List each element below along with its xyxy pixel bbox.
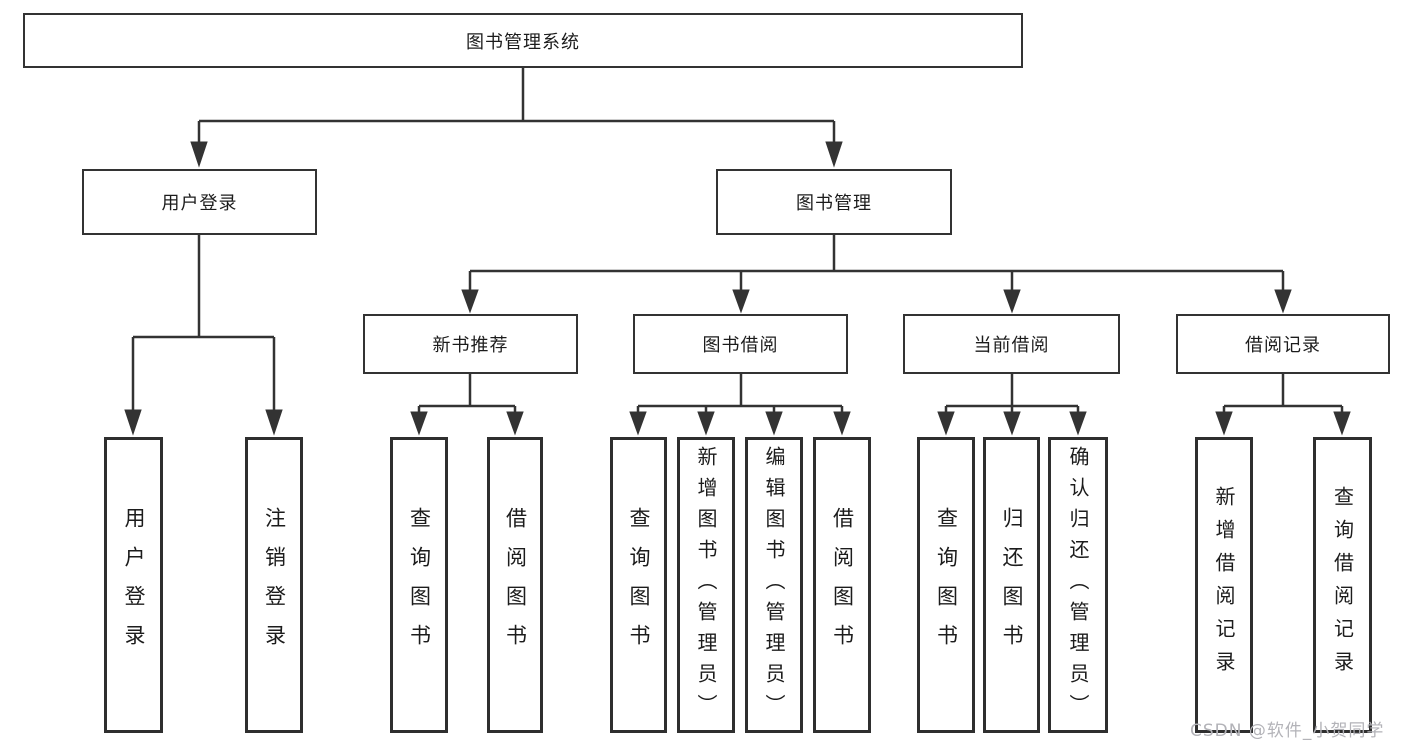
- node-user-login-label: 用户登录: [161, 193, 238, 214]
- node-leaf-cb-confirm-label: 确认归还（管理员）: [1066, 445, 1090, 725]
- watermark-text: CSDN @软件_小贺同学: [1190, 721, 1385, 741]
- node-leaf-bb-borrow-label: 借阅图书: [830, 507, 855, 663]
- node-leaf-br-query: 查询借阅记录: [1313, 437, 1372, 733]
- node-leaf-nb-query-label: 查询图书: [407, 507, 432, 663]
- node-current-borrow: 当前借阅: [903, 314, 1120, 374]
- node-borrow-records: 借阅记录: [1176, 314, 1390, 374]
- node-leaf-bb-add: 新增图书（管理员）: [677, 437, 735, 733]
- node-leaf-br-add: 新增借阅记录: [1195, 437, 1253, 733]
- node-leaf-cb-query: 查询图书: [917, 437, 975, 733]
- node-leaf-br-query-label: 查询借阅记录: [1330, 486, 1355, 684]
- node-leaf-cb-return: 归还图书: [983, 437, 1040, 733]
- node-current-borrow-label: 当前借阅: [973, 335, 1050, 356]
- node-leaf-bb-query: 查询图书: [610, 437, 667, 733]
- node-leaf-bb-borrow: 借阅图书: [813, 437, 871, 733]
- node-leaf-cb-return-label: 归还图书: [1000, 507, 1024, 663]
- node-book-borrow-label: 图书借阅: [702, 335, 779, 356]
- node-book-borrow: 图书借阅: [633, 314, 848, 374]
- node-leaf-cb-query-label: 查询图书: [934, 507, 959, 663]
- node-leaf-bb-edit: 编辑图书（管理员）: [745, 437, 803, 733]
- node-new-books: 新书推荐: [363, 314, 578, 374]
- node-leaf-br-add-label: 新增借阅记录: [1212, 486, 1236, 684]
- node-borrow-records-label: 借阅记录: [1245, 335, 1321, 356]
- node-book-mgmt: 图书管理: [716, 169, 952, 235]
- node-leaf-nb-query: 查询图书: [390, 437, 448, 733]
- node-leaf-user-login-label: 用户登录: [122, 507, 146, 663]
- node-user-login: 用户登录: [82, 169, 317, 235]
- node-leaf-bb-add-label: 新增图书（管理员）: [694, 445, 718, 725]
- node-leaf-cb-confirm: 确认归还（管理员）: [1048, 437, 1108, 733]
- node-leaf-bb-query-label: 查询图书: [627, 507, 651, 663]
- node-leaf-nb-borrow-label: 借阅图书: [503, 507, 528, 663]
- node-new-books-label: 新书推荐: [432, 335, 509, 356]
- node-leaf-user-login: 用户登录: [104, 437, 163, 733]
- node-root-label: 图书管理系统: [466, 31, 580, 53]
- node-leaf-nb-borrow: 借阅图书: [487, 437, 543, 733]
- node-book-mgmt-label: 图书管理: [796, 193, 872, 214]
- node-leaf-bb-edit-label: 编辑图书（管理员）: [762, 445, 786, 725]
- node-leaf-logout: 注销登录: [245, 437, 303, 733]
- node-leaf-logout-label: 注销登录: [262, 507, 287, 663]
- node-root: 图书管理系统: [23, 13, 1023, 68]
